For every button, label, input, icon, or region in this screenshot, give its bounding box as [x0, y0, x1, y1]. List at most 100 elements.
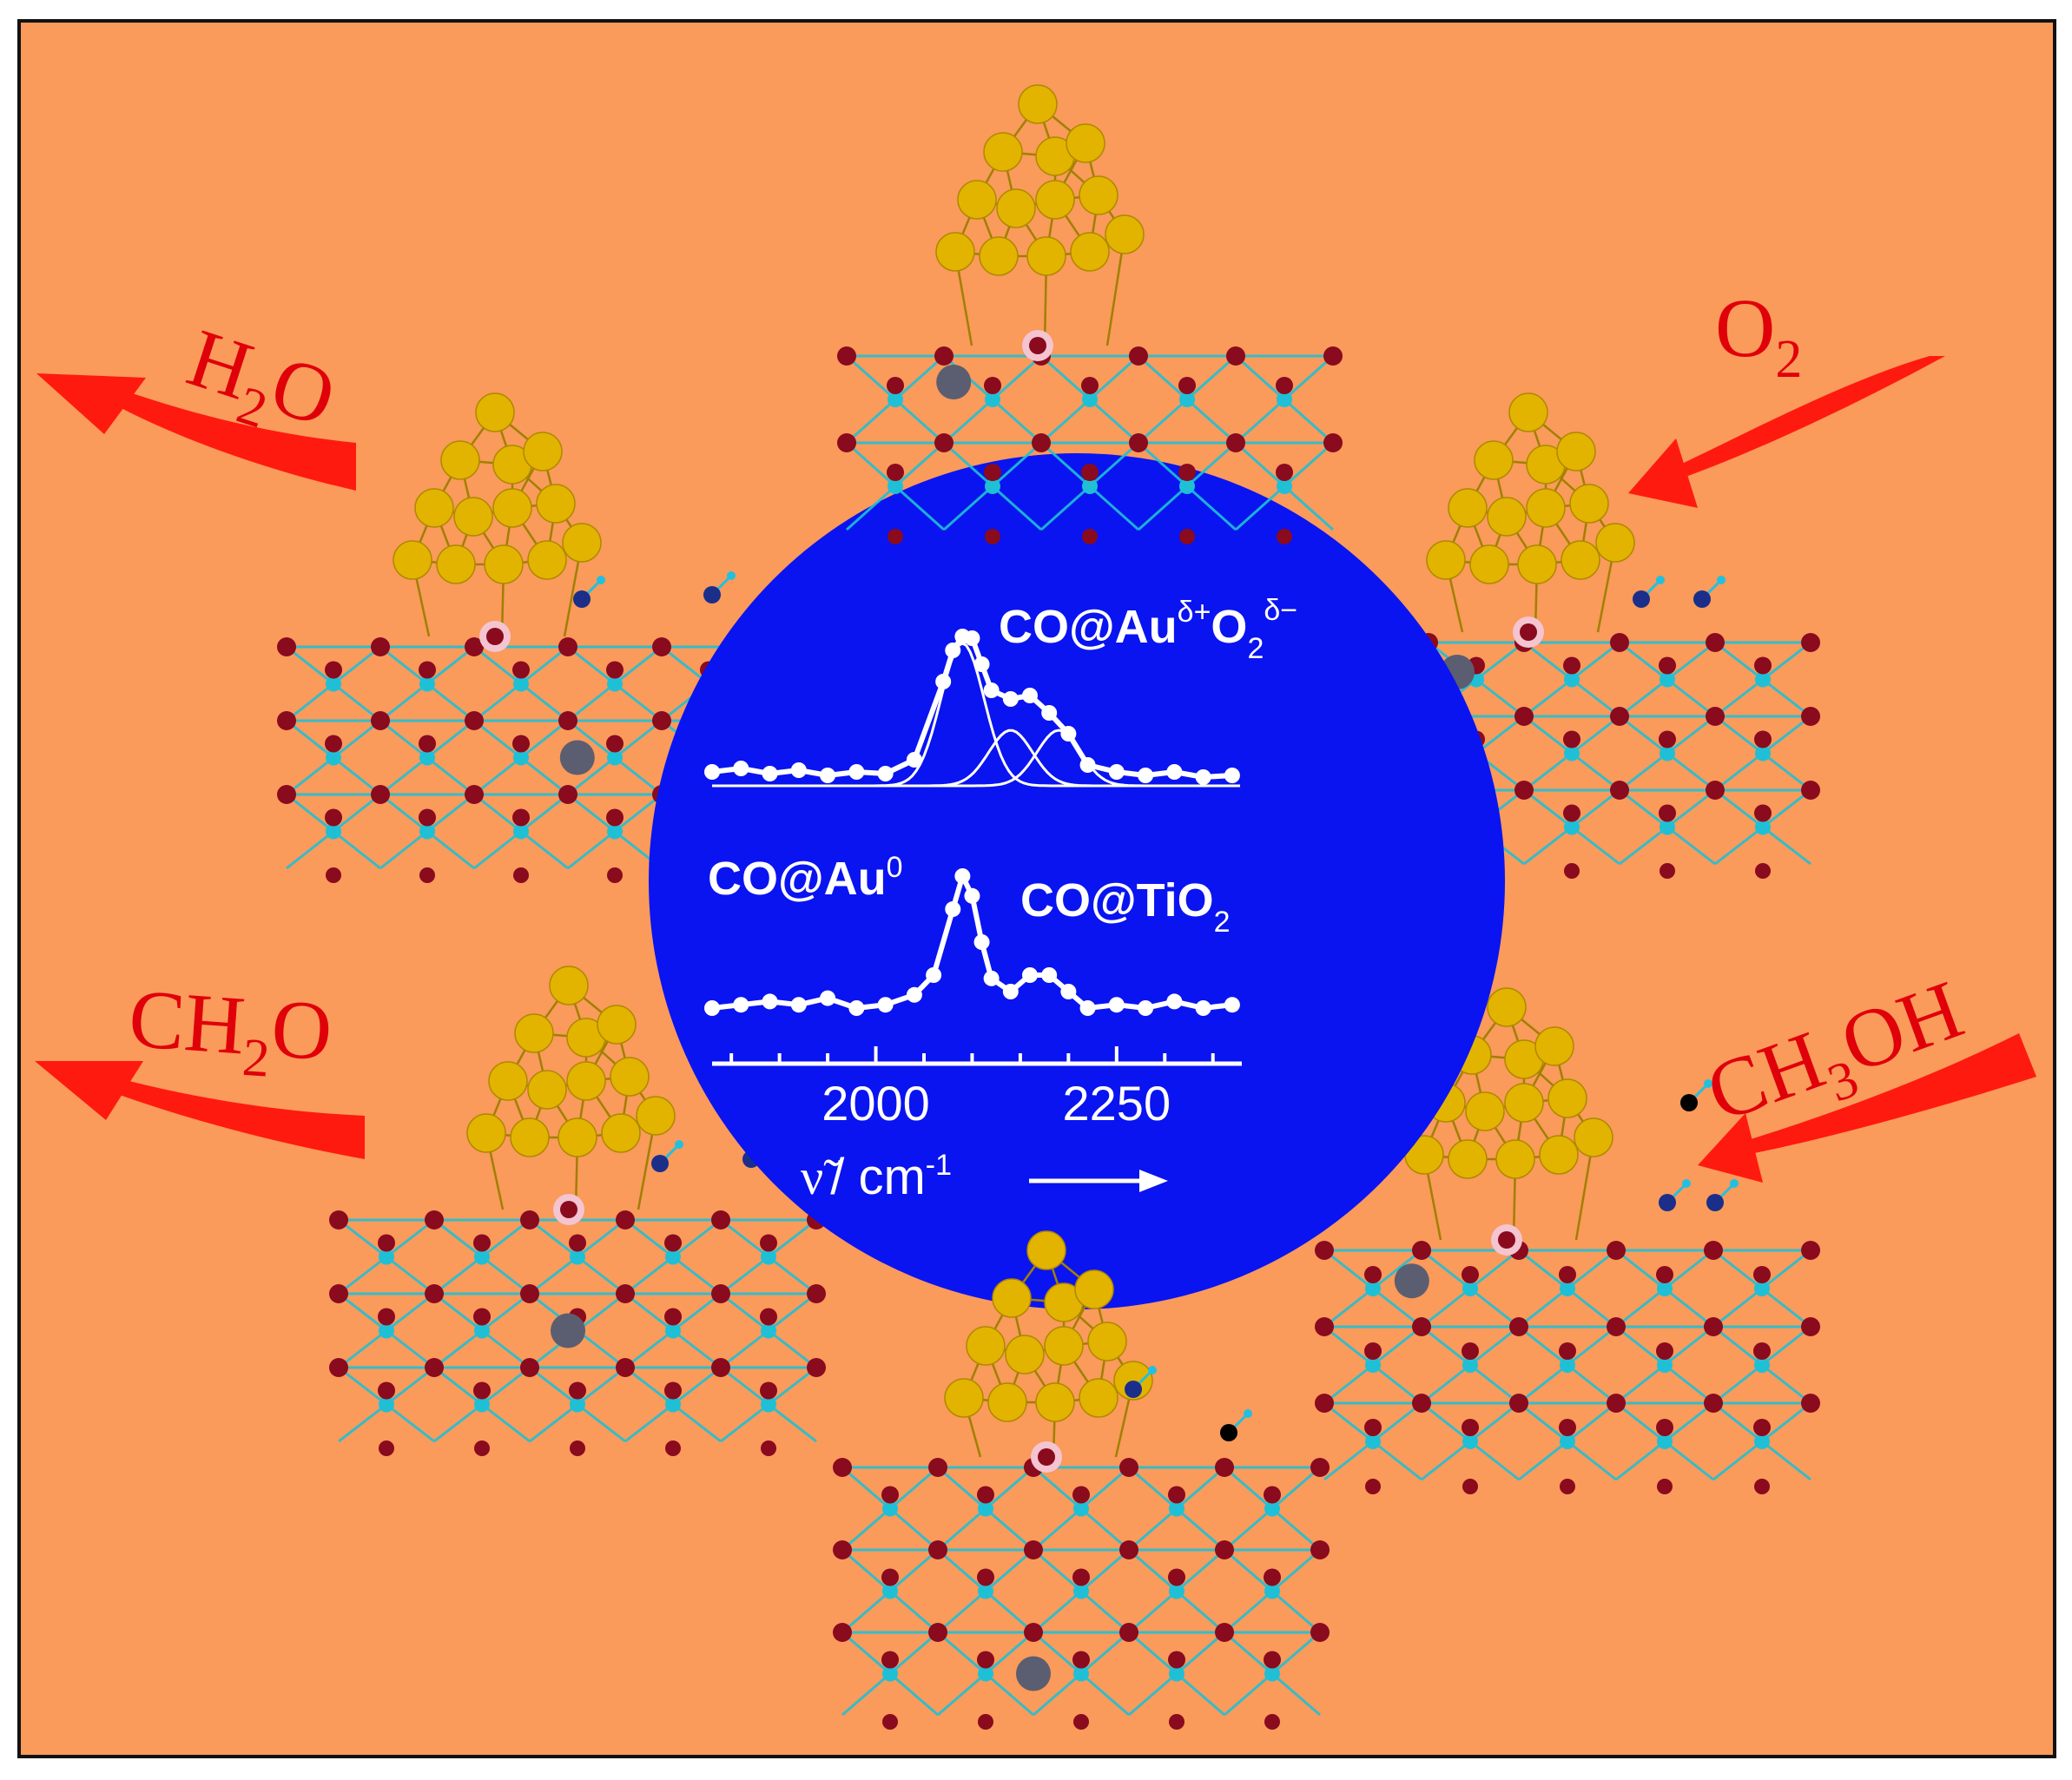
data-point — [935, 674, 952, 689]
gold-atom — [935, 232, 975, 272]
oxygen-atom — [560, 1201, 577, 1218]
bond — [985, 1590, 1034, 1634]
oxygen-atom — [616, 1358, 635, 1377]
oxygen-atom — [881, 1651, 899, 1669]
gold-atom — [492, 488, 532, 528]
oxygen-atom — [1754, 656, 1772, 675]
oxygen-atom — [1706, 781, 1725, 800]
bond — [1761, 1440, 1811, 1481]
oxygen-atom — [1315, 1241, 1334, 1260]
gold-atom — [957, 180, 997, 220]
data-point — [906, 752, 922, 768]
titanium-atom — [1365, 1281, 1381, 1296]
vacancy-atom — [936, 365, 972, 399]
data-point — [1041, 967, 1058, 983]
oxygen-atom — [512, 808, 530, 827]
bond — [1469, 1363, 1520, 1405]
bond — [846, 485, 896, 531]
bond — [1761, 1401, 1811, 1443]
o2-main: O — [1715, 281, 1775, 374]
titanium-atom — [761, 1322, 776, 1339]
oxygen-atom — [329, 1210, 348, 1230]
gold-atom — [1539, 1135, 1579, 1175]
gold-cluster-top — [935, 84, 1145, 346]
vacancy-atom — [559, 740, 595, 775]
bond — [1469, 1440, 1520, 1481]
titanium-atom — [326, 823, 341, 840]
oxygen-atom — [1168, 1486, 1185, 1504]
bond — [1323, 1249, 1374, 1290]
bond — [992, 398, 1042, 445]
bond — [379, 719, 428, 759]
oxygen-atom — [378, 1234, 395, 1252]
titanium-atom — [513, 676, 529, 692]
bond — [1571, 641, 1620, 681]
bond — [1469, 1249, 1520, 1290]
gold-atom — [1018, 84, 1058, 124]
oxygen-atom — [1563, 730, 1580, 748]
bond — [894, 485, 945, 531]
oxygen-atom — [1129, 346, 1148, 366]
label-co-au-delta: CO@Auδ+O2δ− — [999, 594, 1297, 665]
bond — [614, 719, 663, 759]
bond — [1080, 1466, 1130, 1510]
vacancy-atom — [1394, 1263, 1429, 1299]
bond — [1615, 1440, 1666, 1481]
oxygen-atom — [1412, 1394, 1431, 1413]
bond — [720, 1256, 769, 1295]
bond — [1762, 752, 1811, 792]
adsorbate-atom — [1693, 590, 1711, 608]
bond — [1761, 1325, 1811, 1367]
gold-atom — [1487, 497, 1527, 537]
titanium-atom — [1365, 1434, 1381, 1449]
bond — [481, 1218, 531, 1258]
bond — [1186, 398, 1237, 445]
data-point — [1002, 984, 1019, 999]
data-point — [790, 762, 807, 778]
oxygen-atom — [616, 1284, 635, 1303]
data-point — [1224, 997, 1240, 1013]
gold-atom — [393, 540, 432, 580]
bond — [426, 756, 475, 796]
bond — [1421, 1363, 1471, 1405]
gold-atom — [979, 236, 1019, 276]
oxygen-atom — [760, 1234, 777, 1252]
bond — [520, 645, 569, 685]
bond — [1176, 1548, 1225, 1592]
bond — [1224, 1631, 1273, 1675]
bond — [1666, 788, 1716, 828]
gold-cluster-lower-left — [466, 966, 676, 1210]
titanium-atom — [1660, 671, 1675, 688]
bond — [1224, 1590, 1273, 1634]
oxygen-atom — [569, 1381, 586, 1400]
arrow-ch3oh — [1733, 1033, 2036, 1157]
bond — [768, 1256, 817, 1295]
oxygen-atom — [711, 1284, 730, 1303]
data-point — [1108, 997, 1125, 1013]
oxygen-atom — [977, 1651, 994, 1669]
oxygen-atom — [1276, 377, 1293, 394]
bond — [943, 485, 993, 531]
oxygen-atom — [1264, 1651, 1281, 1669]
bond — [841, 1672, 891, 1717]
adsorbate-atom — [1633, 590, 1650, 608]
oxygen-atom — [1753, 1342, 1771, 1360]
oxygen-atom — [1169, 1714, 1184, 1730]
oxygen-atom — [512, 735, 530, 753]
oxygen-atom — [569, 1234, 586, 1252]
bond — [1224, 1548, 1273, 1592]
bond — [1518, 1363, 1568, 1405]
bond — [286, 645, 334, 685]
bond — [1235, 398, 1285, 445]
oxygen-atom — [1264, 1714, 1280, 1730]
bond — [481, 1256, 531, 1295]
x-axis-arrow — [1029, 1170, 1168, 1192]
oxygen-atom — [882, 1714, 898, 1730]
bond — [1372, 1440, 1422, 1481]
bond — [426, 719, 475, 759]
titanium-atom — [419, 823, 435, 840]
gold-atom — [562, 523, 602, 563]
bond — [889, 1631, 939, 1675]
bond — [1475, 678, 1525, 718]
